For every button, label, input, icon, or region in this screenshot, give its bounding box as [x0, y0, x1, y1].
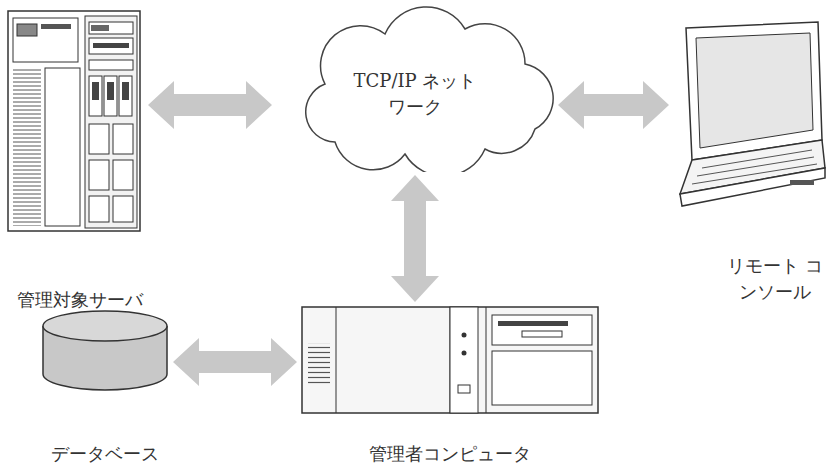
database-node: データベース	[35, 308, 175, 469]
double-arrow	[173, 338, 297, 386]
console-node: リモート コンソール	[672, 18, 830, 307]
server-node: 管理対象サーバ	[0, 8, 160, 315]
network-node: TCP/IP ネットワーク	[275, 2, 555, 172]
node-label: TCP/IP ネットワーク	[353, 68, 477, 120]
laptop-illustration	[672, 18, 827, 208]
admin-computer-illustration	[300, 305, 600, 415]
node-label: データベース	[35, 441, 175, 467]
node-label: 管理者コンピュータ	[300, 441, 600, 467]
server-illustration	[5, 8, 145, 236]
double-arrow	[391, 175, 439, 302]
node-label: リモート コンソール	[725, 253, 825, 305]
double-arrow	[558, 81, 669, 129]
database-cylinder	[40, 308, 170, 393]
computer-node: 管理者コンピュータ	[298, 305, 602, 469]
double-arrow	[148, 81, 272, 129]
node-label: 管理対象サーバ	[0, 287, 160, 313]
